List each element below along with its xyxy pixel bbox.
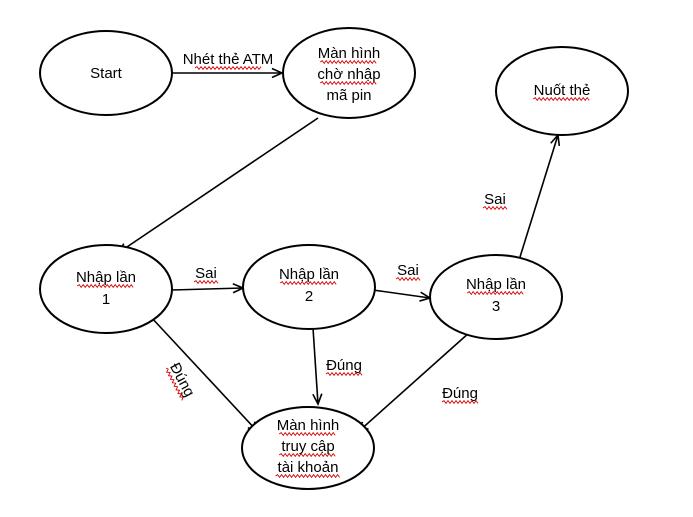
edge-label-n3-to-truy: Đúng	[441, 385, 479, 405]
spellcheck-underline	[319, 59, 377, 65]
node-ellipse	[241, 406, 375, 490]
spellcheck-underline	[193, 279, 219, 285]
node-label-nhap2-line-2: 2	[305, 288, 313, 305]
node-label-nhap3-line-1: Nhập lần	[466, 276, 526, 293]
edge-nhap2-to-truy-cap	[312, 327, 323, 406]
edge-line	[519, 134, 559, 258]
node-label-nhap2-line-1: Nhập lần	[279, 266, 339, 283]
edge-line	[171, 287, 244, 291]
node-ellipse	[429, 254, 563, 340]
node-ellipse	[282, 27, 416, 119]
node-nuot-the: Nuốt thẻ	[495, 46, 629, 136]
spellcheck-underline	[278, 431, 336, 437]
edge-line	[117, 117, 319, 254]
spellcheck-underline	[466, 290, 524, 296]
spellcheck-underline	[279, 280, 337, 286]
node-label-start-line-1: Start	[90, 65, 123, 82]
node-nhap1: Nhập lần 1	[39, 244, 173, 334]
node-nhap3: Nhập lần 3	[429, 254, 563, 340]
node-label-truy-cap-line-1: Màn hình	[277, 417, 340, 434]
spellcheck-underline	[325, 371, 363, 377]
edge-label-text: Sai	[397, 262, 419, 279]
arrowhead-icon	[312, 393, 323, 406]
node-cho-nhap: Màn hình chờ nhập mã pin	[282, 27, 416, 119]
node-ellipse	[39, 30, 173, 116]
edge-label-text: Đúng	[442, 385, 478, 402]
edge-label-text: Nhét thẻ ATM	[183, 51, 274, 68]
spellcheck-underline	[441, 399, 479, 405]
node-label-cho-nhap-line-1: Màn hình	[318, 45, 381, 62]
edge-label-text: Đúng	[166, 360, 198, 400]
spellcheck-underline	[194, 65, 262, 71]
node-label-cho-nhap-line-2: chờ nhập	[317, 66, 380, 83]
edge-line	[149, 315, 259, 433]
spellcheck-underline	[165, 367, 184, 401]
node-ellipse	[495, 46, 629, 136]
spellcheck-underline	[76, 283, 134, 289]
edge-label-n3-to-nuot: Sai	[482, 191, 508, 211]
spellcheck-underline	[275, 473, 340, 479]
node-ellipse	[39, 244, 173, 334]
edge-label-n2-to-n3: Sai	[395, 262, 421, 282]
node-nhap2: Nhập lần 2	[242, 244, 376, 330]
edge-line	[312, 327, 319, 405]
edge-line	[372, 289, 431, 299]
edge-label-n1-to-truy: Đúng	[165, 360, 198, 401]
node-label-cho-nhap-line-3: mã pin	[326, 87, 371, 104]
edge-nhap2-to-nhap3	[372, 289, 432, 302]
edge-nhap1-to-nhap2	[171, 283, 245, 294]
edge-label-text: Sai	[195, 265, 217, 282]
edge-label-text: Đúng	[326, 357, 362, 374]
node-start: Start	[39, 30, 173, 116]
node-label-truy-cap-line-2: truy cập	[281, 438, 334, 455]
node-ellipse	[242, 244, 376, 330]
node-label-truy-cap-line-3: tài khoản	[278, 459, 339, 476]
node-truy-cap: Màn hình truy cập tài khoản	[241, 406, 375, 490]
spellcheck-underline	[278, 452, 336, 458]
edge-label-start-to-cho: Nhét thẻ ATM	[183, 51, 274, 71]
edge-nhap1-to-truy-cap	[149, 315, 260, 434]
spellcheck-underline	[319, 80, 377, 86]
edge-nhap3-to-truy-cap	[356, 331, 471, 434]
edge-cho-nhap-to-nhap1	[116, 117, 319, 255]
spellcheck-underline	[532, 96, 590, 102]
edge-label-n1-to-n2: Sai	[193, 265, 219, 285]
edge-line	[357, 331, 471, 433]
node-label-nuot-the-line-1: Nuốt thẻ	[534, 82, 591, 99]
edge-nhap3-to-nuot-the	[519, 133, 561, 258]
edge-label-n2-to-truy: Đúng	[325, 357, 363, 377]
node-label-nhap1-line-2: 1	[102, 291, 110, 308]
spellcheck-underline	[482, 205, 508, 211]
node-label-nhap3-line-2: 3	[492, 298, 500, 315]
spellcheck-underline	[395, 276, 421, 282]
node-label-nhap1-line-1: Nhập lần	[76, 269, 136, 286]
edge-label-text: Sai	[484, 191, 506, 208]
